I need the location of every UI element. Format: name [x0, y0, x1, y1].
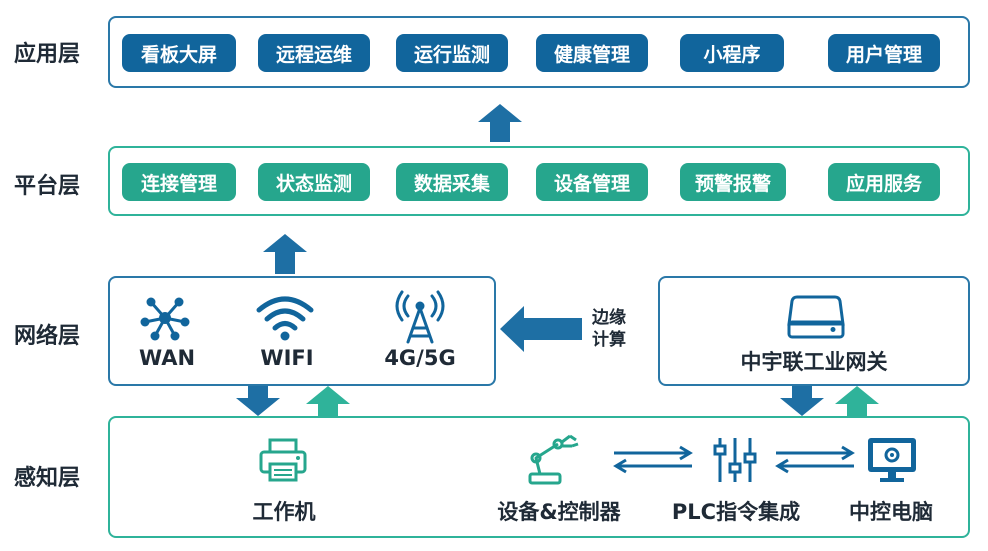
layer-label-network: 网络层 [14, 324, 81, 349]
gateway-label: 中宇联工业网关 [740, 350, 888, 374]
arrow-down-to-perception-left [236, 386, 280, 416]
workstation-label: 工作机 [252, 500, 316, 524]
layer-label-perception: 感知层 [14, 466, 81, 491]
app-item-dashboard: 看板大屏 [122, 34, 236, 72]
platform-item-device-mgmt: 设备管理 [536, 163, 648, 201]
edge-compute-label: 边缘 计算 [592, 307, 626, 351]
device-controller-label: 设备&控制器 [497, 500, 621, 524]
printer-icon [259, 438, 307, 482]
app-item-run-monitor: 运行监测 [396, 34, 508, 72]
platform-layer-panel: 连接管理 状态监测 数据采集 设备管理 预警报警 应用服务 [108, 146, 970, 216]
sliders-icon [713, 438, 757, 482]
network-cellular-label: 4G/5G [384, 346, 456, 370]
arrow-up-from-perception-right [835, 386, 879, 416]
bidirectional-arrow-right [775, 445, 855, 474]
app-item-mini-program: 小程序 [680, 34, 784, 72]
platform-item-alerts: 预警报警 [680, 163, 786, 201]
plc-label: PLC指令集成 [671, 500, 801, 524]
app-item-health-mgmt: 健康管理 [536, 34, 648, 72]
perception-layer-panel [108, 416, 970, 538]
platform-item-data-collection: 数据采集 [396, 163, 508, 201]
app-item-user-mgmt: 用户管理 [828, 34, 940, 72]
application-layer-panel: 看板大屏 远程运维 运行监测 健康管理 小程序 用户管理 [108, 16, 970, 88]
gateway-panel [658, 276, 970, 386]
control-pc-label: 中控电脑 [849, 500, 933, 524]
arrow-up-from-perception-left [306, 386, 350, 416]
wifi-icon [256, 296, 314, 341]
monitor-icon [868, 438, 916, 482]
platform-item-connection-mgmt: 连接管理 [122, 163, 236, 201]
gateway-device-icon [787, 295, 845, 339]
bidirectional-arrow-left [613, 445, 693, 474]
robot-arm-icon [528, 434, 579, 485]
edge-compute-line1: 边缘 [592, 308, 626, 328]
app-item-remote-ops: 远程运维 [258, 34, 370, 72]
arrow-up-to-application [478, 104, 522, 142]
layer-label-application: 应用层 [14, 42, 81, 67]
arrow-down-to-perception-right [780, 386, 824, 416]
edge-compute-line2: 计算 [592, 330, 626, 350]
arrow-up-to-platform [263, 234, 307, 274]
network-wan-label: WAN [138, 346, 196, 370]
cell-tower-icon [395, 290, 445, 344]
arrow-left-edge-compute [500, 306, 582, 352]
platform-item-status-monitor: 状态监测 [258, 163, 370, 201]
platform-item-app-services: 应用服务 [828, 163, 940, 201]
network-nodes-icon [140, 297, 190, 341]
layer-label-platform: 平台层 [14, 174, 81, 199]
network-wifi-label: WIFI [260, 346, 314, 370]
